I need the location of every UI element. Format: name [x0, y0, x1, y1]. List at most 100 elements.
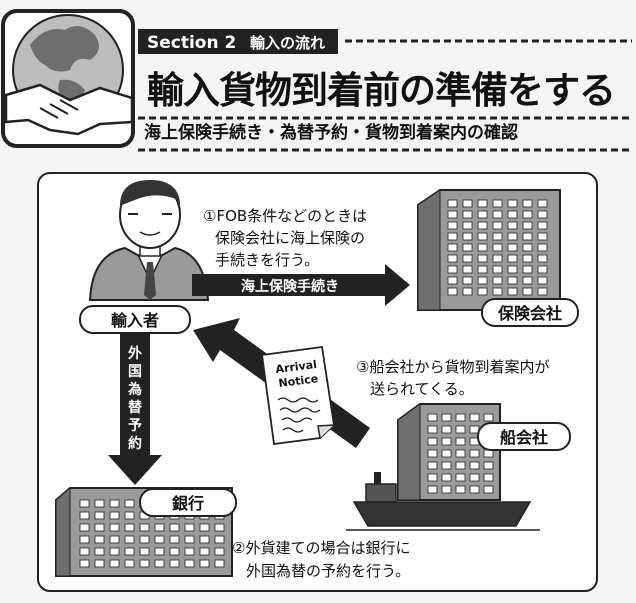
building-window [447, 232, 458, 241]
building-window [79, 511, 90, 520]
building-window [455, 425, 466, 434]
building-window [477, 243, 488, 252]
building-window [522, 276, 533, 285]
importer-person-icon [88, 180, 210, 301]
building-window [477, 221, 488, 230]
building-window [469, 485, 480, 494]
building-window [447, 243, 458, 252]
building-window [139, 547, 150, 556]
building-window [462, 243, 473, 252]
building-window [483, 485, 494, 494]
building-window [447, 210, 458, 219]
insurance-arrow-label: 海上保険手続き [241, 278, 339, 295]
shipping-building-icon [397, 403, 501, 501]
building-window [455, 461, 466, 470]
building-window [109, 559, 120, 568]
building-window [441, 425, 452, 434]
page-subtitle: 海上保険手続き・為替予約・貨物到着案内の確認 [144, 122, 518, 143]
building-window [483, 473, 494, 482]
building-window [492, 276, 503, 285]
building-window [169, 559, 180, 568]
building-window [79, 535, 90, 544]
building-window [154, 547, 165, 556]
step1-line2: 保険会社に海上保険の [215, 229, 365, 247]
building-window [139, 559, 150, 568]
building-window [139, 535, 150, 544]
building-window [507, 210, 518, 219]
building-window [441, 485, 452, 494]
building-window [214, 547, 225, 556]
building-window [184, 547, 195, 556]
step2-line2: 外国為替の予約を行う。 [246, 562, 410, 580]
building-window [537, 210, 548, 219]
building-window [427, 425, 438, 434]
building-window [477, 276, 488, 285]
building-window [124, 523, 135, 532]
building-window [469, 449, 480, 458]
building-window [455, 449, 466, 458]
building-window [447, 221, 458, 230]
building-window [462, 210, 473, 219]
building-window [184, 559, 195, 568]
building-window [214, 559, 225, 568]
building-window [537, 276, 548, 285]
building-window [492, 287, 503, 296]
building-window [441, 449, 452, 458]
building-window [507, 232, 518, 241]
building-window [477, 199, 488, 208]
building-window [477, 210, 488, 219]
building-window [492, 221, 503, 230]
building-window [477, 254, 488, 263]
building-window [184, 535, 195, 544]
building-window [199, 535, 210, 544]
building-window [492, 265, 503, 274]
building-window [492, 199, 503, 208]
building-window [507, 243, 518, 252]
building-window [462, 232, 473, 241]
building-window [427, 449, 438, 458]
building-window [447, 254, 458, 263]
building-window [522, 232, 533, 241]
building-window [492, 243, 503, 252]
building-window [79, 547, 90, 556]
building-window [537, 243, 548, 252]
arrival-notice-document [260, 345, 335, 446]
building-window [109, 511, 120, 520]
bank-label: 銀行 [172, 494, 204, 513]
building-window [427, 413, 438, 422]
forex-char: 為 [127, 381, 142, 398]
building-window [522, 287, 533, 296]
insurance-label: 保険会社 [497, 304, 562, 323]
building-window [537, 265, 548, 274]
step1-line3: 手続きを行う。 [215, 251, 319, 269]
building-window [154, 559, 165, 568]
section-label: Section 2 [147, 33, 236, 53]
building-window [441, 413, 452, 422]
notice-word-arrival: Arrival [275, 358, 318, 376]
building-window [537, 287, 548, 296]
building-window [109, 523, 120, 532]
building-window [462, 221, 473, 230]
building-window [124, 499, 135, 508]
building-window [441, 437, 452, 446]
building-window [94, 559, 105, 568]
building-window [507, 221, 518, 230]
building-window [507, 276, 518, 285]
building-window [427, 485, 438, 494]
shipping-label: 船会社 [500, 428, 548, 447]
building-window [154, 535, 165, 544]
building-window [124, 511, 135, 520]
building-window [94, 535, 105, 544]
building-window [109, 499, 120, 508]
building-window [455, 485, 466, 494]
importer-label: 輸入者 [111, 311, 159, 330]
building-window [537, 232, 548, 241]
bank-label-box [139, 488, 237, 517]
section-title: 輸入の流れ [250, 34, 325, 52]
building-window [462, 254, 473, 263]
building-window [469, 461, 480, 470]
building-window [441, 473, 452, 482]
building-window [507, 287, 518, 296]
building-window [477, 265, 488, 274]
building-window [184, 523, 195, 532]
